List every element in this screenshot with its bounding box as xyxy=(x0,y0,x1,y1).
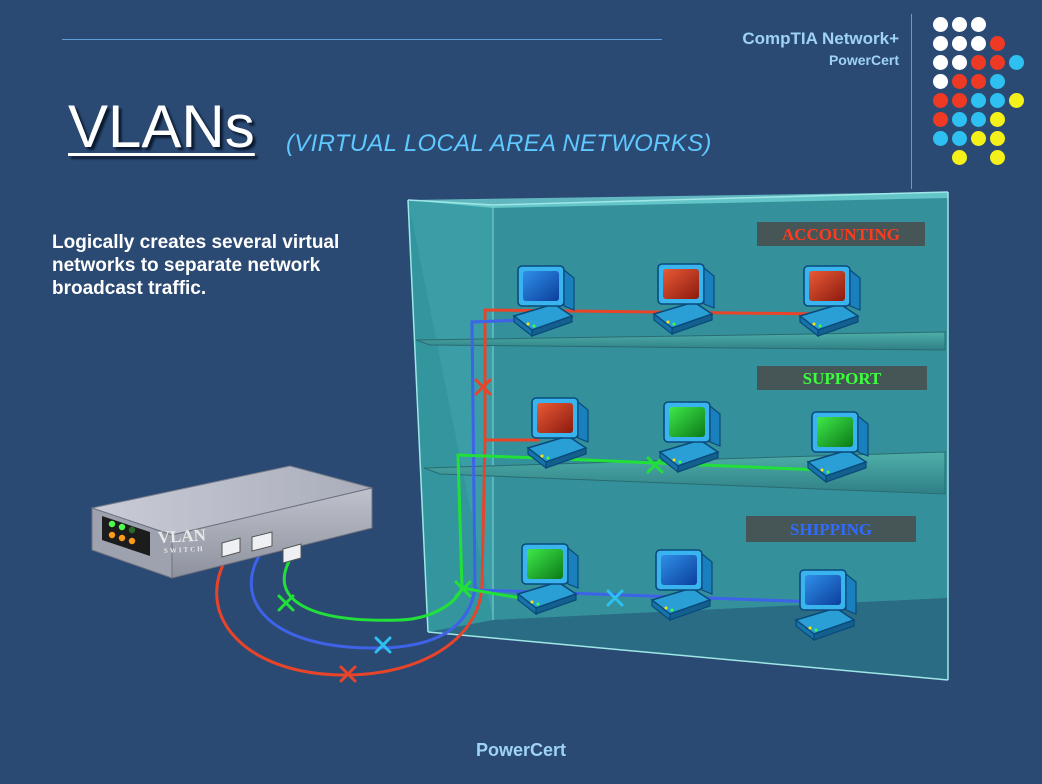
computer-shipping-1 xyxy=(517,543,579,615)
computer-shipping-2 xyxy=(651,549,713,621)
dept-label-support: SUPPORT xyxy=(757,366,927,390)
vlan-switch: VLAN SWITCH xyxy=(90,465,373,579)
computer-support-3 xyxy=(807,411,869,483)
dept-label-shipping: SHIPPING xyxy=(746,516,916,542)
computer-support-2 xyxy=(659,401,721,473)
header-vertical-rule xyxy=(911,14,912,189)
brand-subtitle: PowerCert xyxy=(828,52,899,68)
switch-label: VLAN xyxy=(157,525,207,547)
svg-text:ACCOUNTING: ACCOUNTING xyxy=(782,225,900,244)
computer-shipping-3 xyxy=(795,569,857,641)
svg-text:SUPPORT: SUPPORT xyxy=(803,369,882,388)
header-rule xyxy=(62,39,662,40)
footer-brand: PowerCert xyxy=(475,740,567,760)
computer-accounting-3 xyxy=(799,265,861,337)
page-title: VLANs xyxy=(68,93,255,160)
computer-support-1 xyxy=(527,397,589,469)
computer-accounting-2 xyxy=(653,263,715,335)
switch-sublabel: SWITCH xyxy=(164,545,205,555)
cross-marks xyxy=(277,378,664,683)
description-text: Logically creates several virtual networ… xyxy=(52,232,340,299)
computer-accounting-1 xyxy=(513,265,575,337)
brand-title: CompTIA Network+ xyxy=(742,29,899,48)
shelf-top xyxy=(415,331,946,351)
page-subtitle: (VIRTUAL LOCAL AREA NETWORKS) xyxy=(286,130,712,157)
dept-label-accounting: ACCOUNTING xyxy=(757,222,925,246)
svg-text:SHIPPING: SHIPPING xyxy=(790,520,872,539)
